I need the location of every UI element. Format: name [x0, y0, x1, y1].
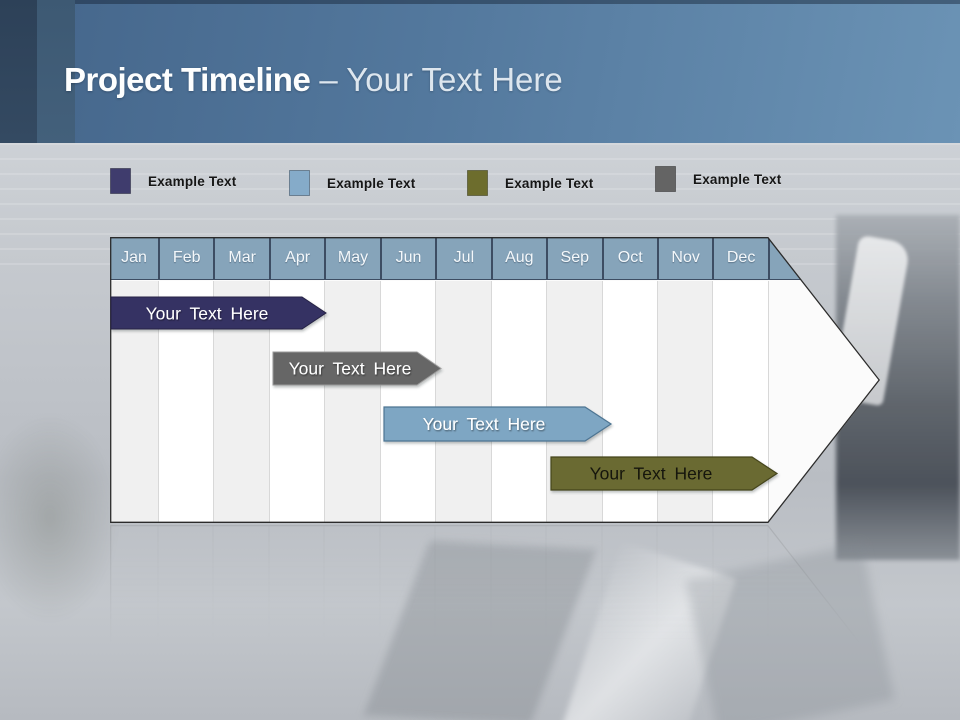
- timeline-arrow-body: Jan Feb Mar Apr May Jun Jul Aug Sep Oct …: [110, 237, 880, 523]
- legend-item-3: Example Text: [467, 170, 593, 196]
- legend-label: Example Text: [693, 171, 782, 187]
- page-title: Project Timeline– Your Text Here: [64, 60, 563, 100]
- timeline-chart: Jan Feb Mar Apr May Jun Jul Aug Sep Oct …: [110, 237, 880, 523]
- month-cell-aug: Aug: [490, 237, 547, 279]
- legend-item-1: Example Text: [110, 168, 236, 194]
- legend-item-2: Example Text: [289, 170, 415, 196]
- month-cell-jan: Jan: [110, 237, 158, 279]
- month-cell-apr: Apr: [268, 237, 325, 279]
- month-cell-oct: Oct: [601, 237, 657, 279]
- left-accent-strip-mid: [37, 0, 75, 143]
- grid-column: [110, 281, 158, 523]
- grid-column: [324, 281, 380, 523]
- title-suffix: – Your Text Here: [319, 61, 563, 98]
- title-main: Project Timeline: [64, 61, 311, 98]
- left-accent-strip-dark: [0, 0, 37, 143]
- legend-swatch-gray: [655, 166, 676, 192]
- month-cell-jul: Jul: [435, 237, 491, 279]
- month-cell-dec: Dec: [712, 237, 768, 279]
- legend-swatch-olive: [467, 170, 488, 196]
- bg-floor-highlight: [553, 541, 737, 720]
- grid-column: [268, 281, 325, 523]
- grid-column: [158, 281, 214, 523]
- month-cell-sep: Sep: [546, 237, 602, 279]
- grid-column: [712, 281, 768, 523]
- legend-swatch-blue: [289, 170, 310, 196]
- month-cell-feb: Feb: [158, 237, 214, 279]
- grid-column-filler: [767, 281, 880, 523]
- grid-column: [213, 281, 269, 523]
- month-cell-may: May: [324, 237, 380, 279]
- grid-column: [601, 281, 657, 523]
- month-header-row: Jan Feb Mar Apr May Jun Jul Aug Sep Oct …: [110, 237, 880, 280]
- grid-column: [490, 281, 547, 523]
- legend-label: Example Text: [148, 173, 237, 189]
- bg-floor-shadow-2: [685, 543, 895, 720]
- bg-floor-shadow-1: [363, 540, 597, 720]
- header-band: Project Timeline– Your Text Here: [0, 0, 960, 143]
- legend-label: Example Text: [327, 175, 416, 191]
- grid-column: [546, 281, 602, 523]
- grid-column: [379, 281, 436, 523]
- legend-label: Example Text: [505, 175, 594, 191]
- grid-column: [435, 281, 491, 523]
- month-header-filler: [767, 237, 880, 279]
- month-cell-mar: Mar: [213, 237, 269, 279]
- legend-swatch-navy: [110, 168, 131, 194]
- grid-column: [656, 281, 713, 523]
- legend-item-4: Example Text: [655, 166, 781, 192]
- timeline-grid: [110, 281, 880, 523]
- month-cell-nov: Nov: [656, 237, 713, 279]
- month-cell-jun: Jun: [379, 237, 436, 279]
